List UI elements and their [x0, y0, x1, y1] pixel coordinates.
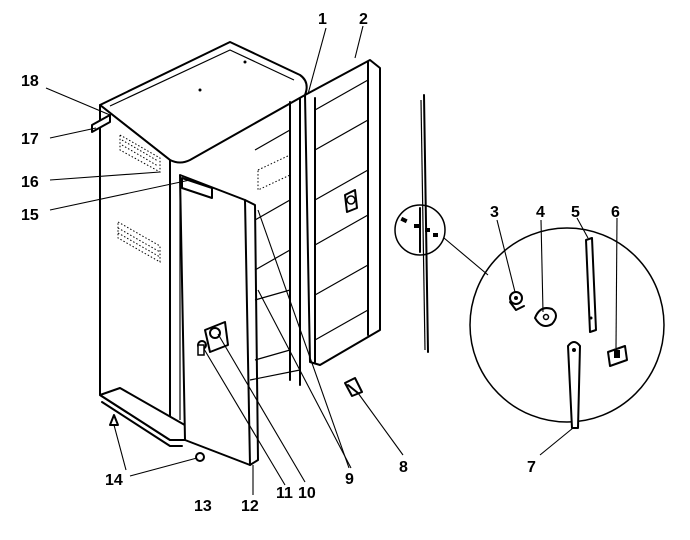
part-lock-bar: [585, 237, 597, 333]
callout-18: 18: [21, 73, 39, 90]
callout-11: 11: [276, 485, 293, 502]
callout-15: 15: [21, 207, 39, 224]
part-long-bar: [567, 341, 581, 429]
rod-detail-circle: [394, 204, 446, 256]
left-door: [179, 174, 259, 466]
callout-2: 2: [359, 11, 368, 28]
callout-3: 3: [490, 204, 499, 221]
callout-16: 16: [21, 174, 39, 191]
part-latch: [607, 345, 628, 367]
detail-view-circle: [469, 227, 665, 429]
callout-1: 1: [318, 11, 327, 28]
callout-6: 6: [611, 204, 620, 221]
callout-labels: 1 2 3 4 5 6 7 8 9 10 11 12 13 14 15 16 1…: [21, 11, 620, 515]
callout-8: 8: [399, 459, 408, 476]
part-leveling-feet: [109, 414, 205, 462]
callout-14: 14: [105, 472, 123, 489]
right-door: [304, 59, 381, 366]
part-cam-lock: [509, 291, 525, 311]
part-key: [344, 377, 363, 397]
callout-17: 17: [21, 131, 39, 148]
callout-5: 5: [571, 204, 580, 221]
cabinet-body: [91, 41, 308, 447]
callout-9: 9: [345, 471, 354, 488]
lock-rod: [420, 94, 429, 353]
callout-7: 7: [527, 459, 536, 476]
callout-10: 10: [298, 485, 316, 502]
callout-12: 12: [241, 498, 259, 515]
callout-4: 4: [536, 204, 545, 221]
vent-grille-lower: [117, 221, 161, 263]
callout-13: 13: [194, 498, 212, 515]
leader-lines: [45, 25, 618, 495]
part-lock-plate: [534, 307, 557, 327]
